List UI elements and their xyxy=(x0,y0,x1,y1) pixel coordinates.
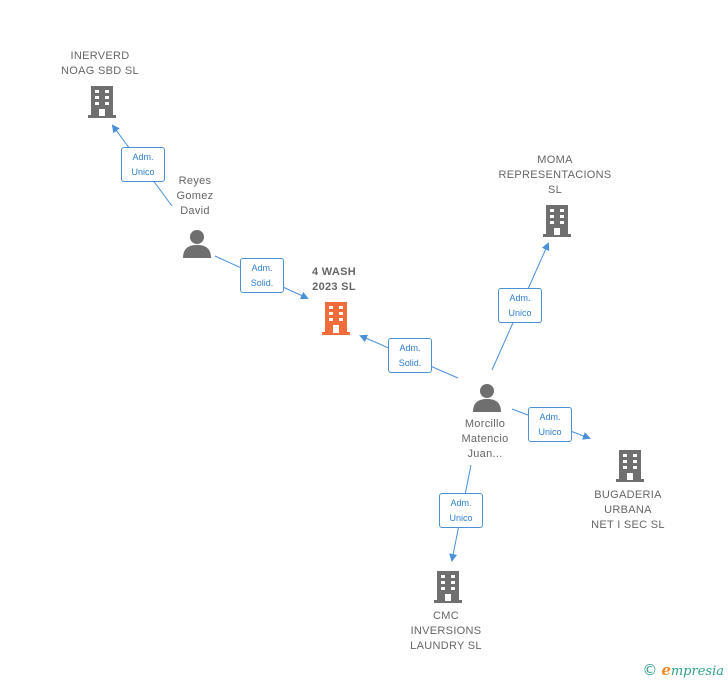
person-icon[interactable] xyxy=(472,383,502,413)
building-icon[interactable] xyxy=(614,449,646,483)
node-label-bugaderia[interactable]: BUGADERIA URBANA NET I SEC SL xyxy=(591,489,665,531)
edge-label-morcillo-cmc[interactable]: Adm. Unico xyxy=(439,493,483,528)
node-label-moma[interactable]: MOMA REPRESENTACIONS SL xyxy=(498,154,612,196)
edge-label-morcillo-wash[interactable]: Adm. Solid. xyxy=(388,338,432,373)
edge-label-reyes-wash[interactable]: Adm. Solid. xyxy=(240,258,284,293)
node-label-cmc[interactable]: CMC INVERSIONS LAUNDRY SL xyxy=(410,610,482,652)
brand-footer: © empresia xyxy=(642,661,724,679)
building-icon-main[interactable] xyxy=(320,301,352,337)
edge-label-morcillo-moma[interactable]: Adm. Unico xyxy=(498,288,542,323)
node-label-wash[interactable]: 4 WASH 2023 SL xyxy=(312,266,356,293)
person-icon[interactable] xyxy=(182,229,212,259)
copyright-icon: © xyxy=(642,661,658,679)
node-label-inerverd[interactable]: INERVERD NOAG SBD SL xyxy=(61,50,139,77)
node-label-reyes[interactable]: Reyes Gomez David xyxy=(176,175,214,217)
brand-name: mpresia xyxy=(670,664,724,679)
building-icon[interactable] xyxy=(432,570,464,604)
edge-label-reyes-inerverd[interactable]: Adm. Unico xyxy=(121,147,165,182)
building-icon[interactable] xyxy=(541,204,573,238)
brand-initial: e xyxy=(661,661,671,679)
building-icon[interactable] xyxy=(86,85,118,119)
edge-label-morcillo-bugaderia[interactable]: Adm. Unico xyxy=(528,407,572,442)
node-label-morcillo[interactable]: Morcillo Matencio Juan... xyxy=(461,418,509,460)
